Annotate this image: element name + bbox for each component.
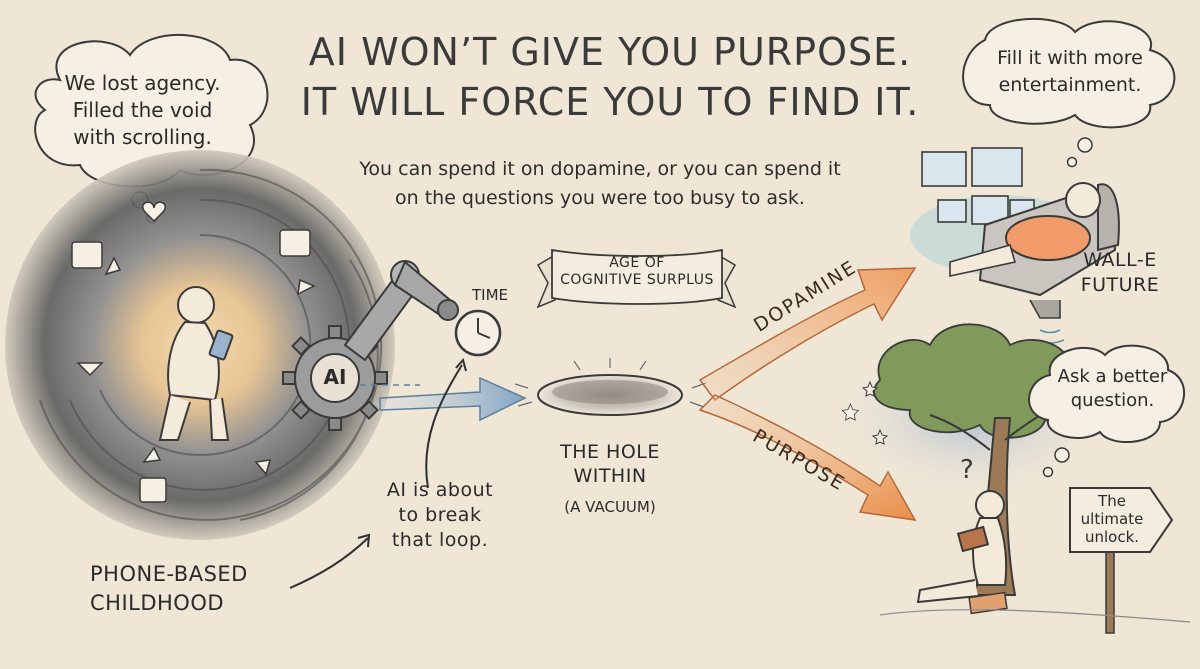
walle-scene: [910, 147, 1120, 344]
thought-tree-line: Ask a better: [1057, 366, 1168, 387]
cognitive-surplus-banner: [536, 248, 737, 309]
thought-left-line: Filled the void: [72, 98, 213, 122]
thought-cloud-tree: [1028, 344, 1186, 478]
ai-break-label: AI is about to break that loop.: [370, 478, 510, 553]
subtitle-line-1: You can spend it on dopamine, or you can…: [359, 158, 841, 180]
phone-childhood-line: CHILDHOOD: [90, 591, 225, 615]
ai-flow-arrow: [360, 376, 527, 422]
subtitle-line-2: on the questions you were too busy to as…: [395, 187, 805, 209]
thought-left-text: We lost agency. Filled the void with scr…: [55, 70, 230, 151]
time-label: TIME: [471, 286, 508, 304]
walle-label-line: FUTURE: [1080, 274, 1160, 296]
phone-vortex: [5, 150, 395, 540]
title-line-2: IT WILL FORCE YOU TO FIND IT.: [300, 80, 920, 124]
phone-childhood-line: PHONE-BASED: [90, 562, 248, 586]
svg-text:?: ?: [960, 455, 974, 485]
robot-arm: [282, 260, 459, 431]
hole-label-line: THE HOLE: [560, 441, 660, 463]
thought-tree-text: Ask a better question.: [1040, 365, 1185, 413]
dopamine-arrow: [698, 267, 917, 402]
banner-line: COGNITIVE SURPLUS: [560, 272, 714, 288]
banner-text: AGE OF COGNITIVE SURPLUS: [552, 255, 722, 289]
hole-label: THE HOLE WITHIN: [545, 440, 675, 488]
ground-line: [879, 609, 1191, 623]
hole-label-line: WITHIN: [573, 465, 647, 487]
sign-line: unlock.: [1084, 528, 1140, 546]
phone-childhood-label: PHONE-BASED CHILDHOOD: [90, 560, 290, 618]
clock-icon: [454, 309, 502, 357]
purpose-arrow: [698, 394, 917, 521]
walle-label: WALL-E FUTURE: [1070, 248, 1170, 298]
thought-right-line: entertainment.: [998, 74, 1142, 96]
hole-sub-label: (A VACUUM): [564, 498, 656, 516]
pointer-arrow-loop: [289, 537, 369, 589]
gear-label: AI: [323, 365, 347, 389]
ai-break-line: that loop.: [391, 529, 489, 551]
banner-line: AGE OF: [609, 255, 665, 271]
ai-break-line: AI is about: [386, 479, 494, 501]
sign-line: The: [1098, 492, 1126, 510]
ai-break-line: to break: [398, 504, 482, 526]
title-line-1: AI WON’T GIVE YOU PURPOSE.: [308, 30, 912, 74]
thought-cloud-right: [962, 17, 1176, 168]
thought-right-line: Fill it with more: [997, 47, 1143, 69]
signpost: [1069, 487, 1174, 634]
sign-text: The ultimate unlock.: [1072, 492, 1152, 546]
walle-label-line: WALL-E: [1083, 249, 1157, 271]
thought-left-line: with scrolling.: [73, 125, 212, 149]
pointer-arrow-time: [425, 364, 463, 489]
thought-left-line: We lost agency.: [64, 71, 221, 95]
sign-line: ultimate: [1080, 510, 1144, 528]
thought-right-text: Fill it with more entertainment.: [975, 45, 1165, 99]
thought-tree-line: question.: [1070, 390, 1155, 411]
hole-within: [514, 358, 707, 416]
